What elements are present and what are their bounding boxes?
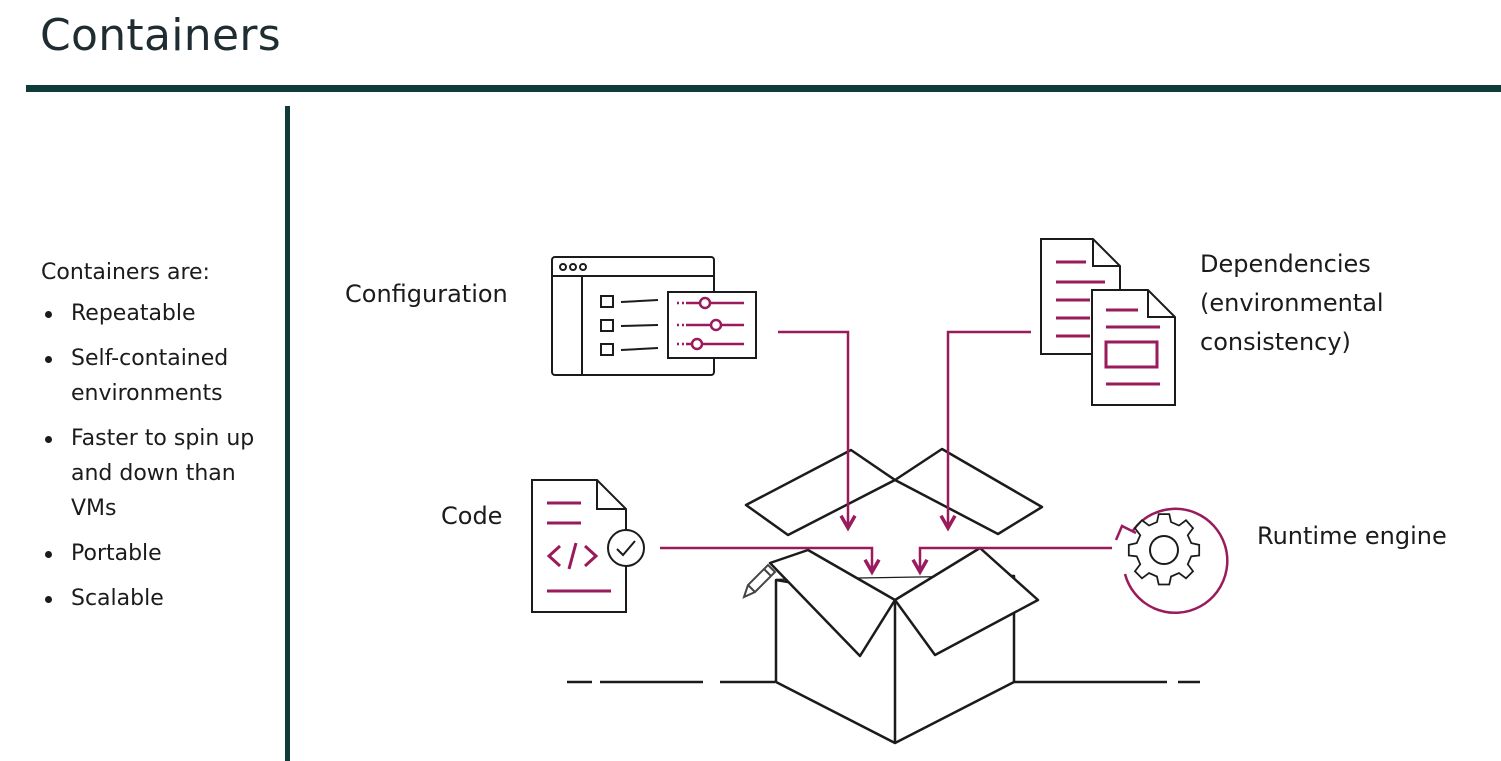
bullet-item: Repeatable (41, 296, 276, 331)
dependencies-documents-icon (1040, 238, 1176, 406)
bullet-item: Self-contained environments (41, 341, 276, 411)
dependencies-label-line3: consistency) (1200, 328, 1351, 356)
sidebar-intro: Containers are: (41, 260, 210, 285)
sidebar: Containers are: Repeatable Self-containe… (41, 258, 276, 626)
flow-arrows (660, 330, 1112, 572)
dependencies-arrow (948, 330, 1031, 528)
open-box-icon (567, 447, 1200, 745)
code-arrow (660, 546, 872, 572)
bullet-item: Faster to spin up and down than VMs (41, 421, 276, 526)
configuration-window-icon (551, 256, 757, 376)
configuration-label: Configuration (345, 280, 508, 308)
dependencies-label-line1: Dependencies (1200, 250, 1371, 278)
page-title: Containers (40, 10, 281, 61)
runtime-engine-label: Runtime engine (1257, 522, 1447, 550)
runtime-arrow (920, 546, 1112, 572)
bullet-item: Scalable (41, 581, 276, 616)
title-divider (26, 85, 1501, 92)
pencil-icon (742, 563, 777, 599)
code-label: Code (441, 502, 503, 530)
code-file-icon (531, 479, 645, 613)
bullet-list: Repeatable Self-contained environments F… (41, 296, 276, 616)
dependencies-label-line2: (environmental (1200, 289, 1384, 317)
sidebar-divider (285, 106, 290, 761)
configuration-arrow (778, 330, 848, 528)
runtime-gear-icon (1114, 507, 1229, 614)
bullet-item: Portable (41, 536, 276, 571)
